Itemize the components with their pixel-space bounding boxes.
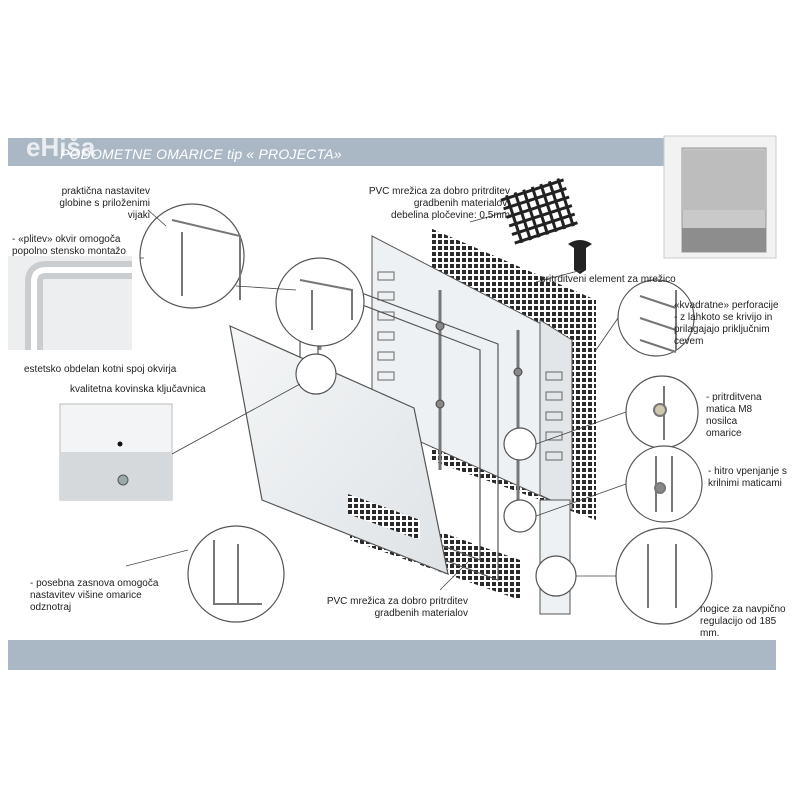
label-depth-adjust: praktična nastavitev globine s priloženi… xyxy=(59,186,150,221)
label-wing-nuts: - hitro vpenjanje s krilnimi maticami xyxy=(708,466,787,489)
label-legs: nogice za navpično regulacijo od 185 mm. xyxy=(700,604,786,639)
label-pvc-mesh-top: PVC mrežica za dobro pritrditev gradbeni… xyxy=(368,186,510,221)
label-mesh-fastener: - pritrditveni element za mrežico xyxy=(534,274,676,285)
label-nut-m8: - pritrditvena matica M8 nosilca omarice xyxy=(706,392,762,439)
detail-circle-frame xyxy=(275,257,365,347)
leader-lines xyxy=(125,209,627,591)
detail-circle-depth xyxy=(139,203,245,309)
detail-circle-height xyxy=(187,525,285,623)
label-plitev-frame: - «plitev» okvir omogoča popolno stensko… xyxy=(12,234,126,257)
label-lock: kvalitetna kovinska ključavnica xyxy=(70,384,206,395)
header-band xyxy=(8,138,776,166)
cabinet-side xyxy=(539,319,573,511)
label-height-adjust: - posebna zasnova omogoča nastavitev viš… xyxy=(30,578,159,613)
perforations-right xyxy=(545,371,563,461)
detail-circle-small-3 xyxy=(535,555,577,597)
detail-circle-small-1 xyxy=(503,427,537,461)
label-pvc-mesh-bottom: PVC mrežica za dobro pritrditev gradbeni… xyxy=(326,596,468,619)
footer-band xyxy=(8,640,776,670)
label-corner-joint: estetsko obdelan kotni spoj okvirja xyxy=(24,364,177,375)
page-title: PODOMETNE OMARICE tip « PROJECTA» xyxy=(60,146,342,162)
detail-circle-small-2 xyxy=(503,499,537,533)
mesh-fastener-icon xyxy=(568,240,592,274)
label-square-perforation: «kvadratne» perforacije - z lahkoto se k… xyxy=(674,300,779,347)
detail-circle-lock xyxy=(295,353,337,395)
mesh-panel-front xyxy=(348,494,420,540)
mesh-sample xyxy=(499,177,579,245)
detail-circle-legs xyxy=(615,527,713,625)
watermark-logo: eHiša xyxy=(26,132,96,162)
perforations-left xyxy=(377,271,395,381)
